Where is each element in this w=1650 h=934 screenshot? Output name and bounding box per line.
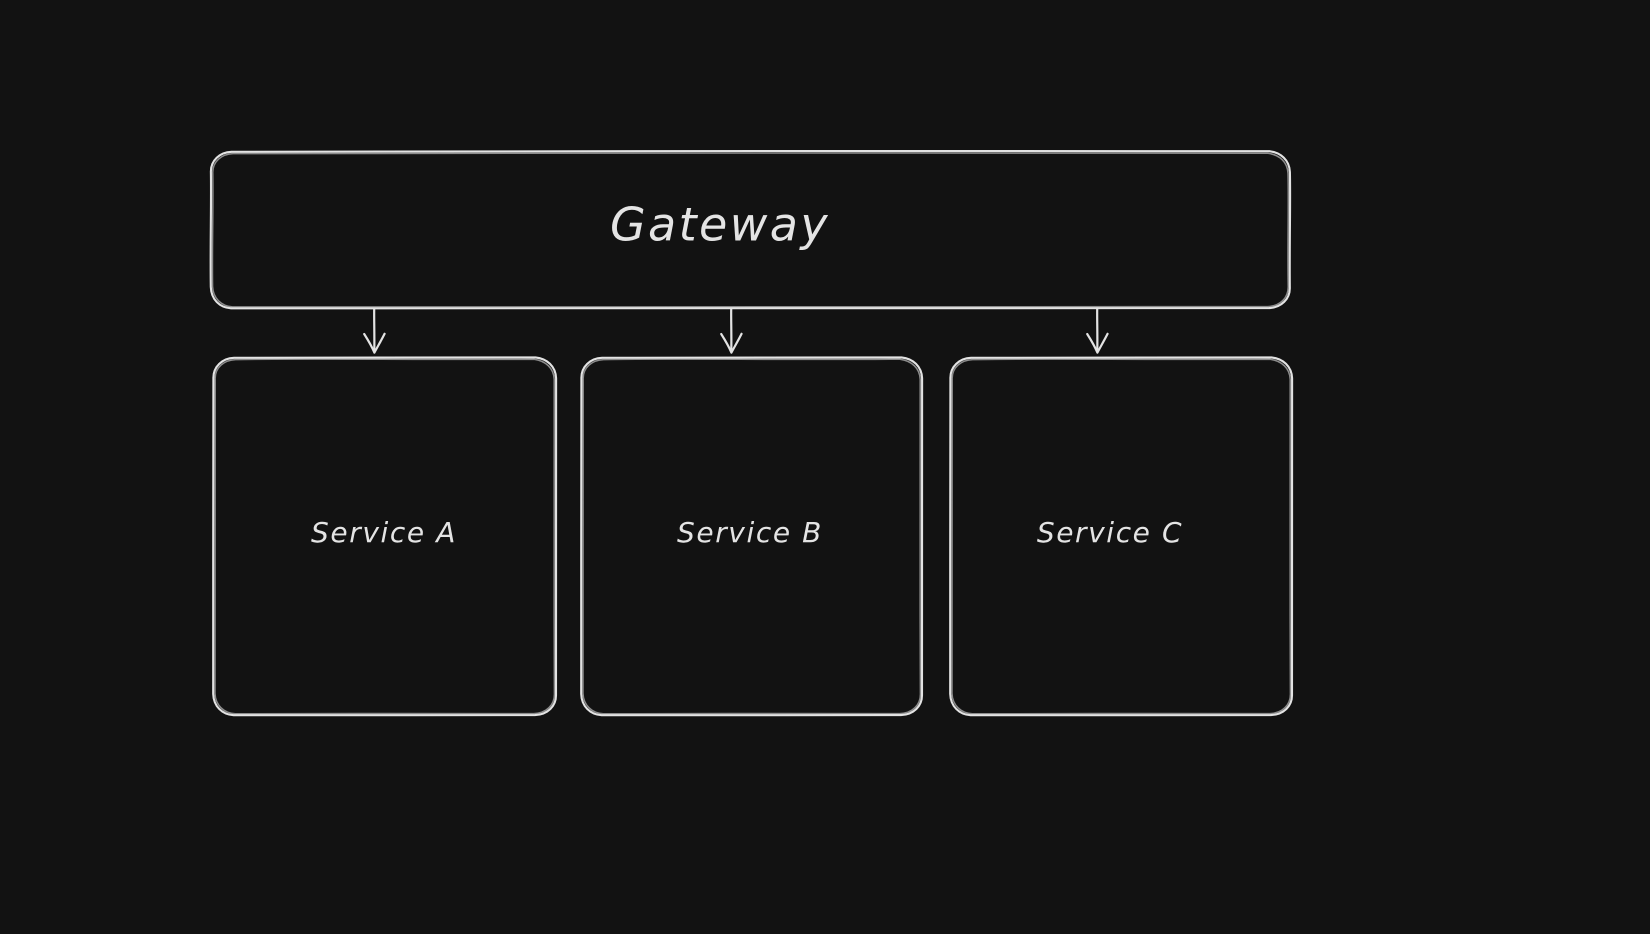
gateway-label: Gateway (610, 198, 830, 252)
connector-arrowhead-a (363, 332, 386, 354)
connector-arrowhead-c (1086, 332, 1109, 354)
service-b-box-outline-sketch (582, 358, 922, 715)
service-a-box-outline-sketch (214, 358, 556, 715)
service-c-label: Service C (1037, 516, 1183, 549)
node-gateway[interactable]: Gateway (209, 149, 1292, 310)
gateway-box-outline-sketch (211, 151, 1290, 308)
service-a-box-outline (211, 356, 558, 717)
service-a-label: Service A (311, 516, 457, 549)
service-b-label: Service B (677, 516, 823, 549)
service-c-box-outline (948, 356, 1294, 717)
node-service-a[interactable]: Service A (211, 356, 558, 717)
service-b-box-outline (579, 356, 924, 717)
node-service-b[interactable]: Service B (579, 356, 924, 717)
connector-gateway-to-service-a[interactable] (363, 307, 386, 354)
connector-gateway-to-service-b[interactable] (720, 307, 743, 354)
gateway-box-outline (209, 149, 1292, 310)
node-service-c[interactable]: Service C (948, 356, 1294, 717)
service-c-box-outline-sketch (951, 358, 1292, 715)
connector-arrowhead-b (720, 332, 743, 354)
connector-gateway-to-service-c[interactable] (1086, 307, 1109, 354)
